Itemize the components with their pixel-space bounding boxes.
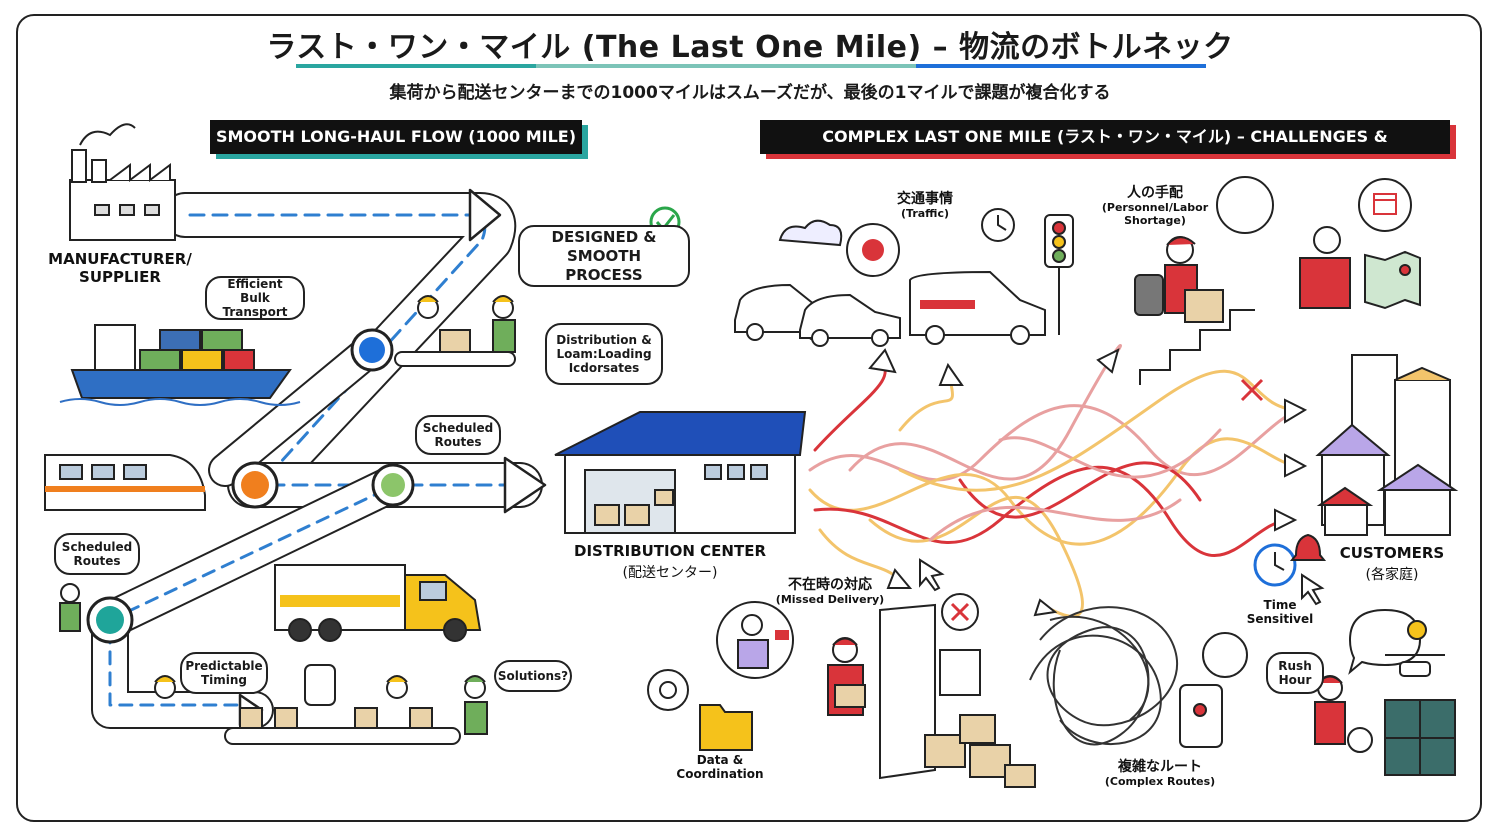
road-network <box>91 188 547 729</box>
conveyor-lower <box>59 583 488 745</box>
calendar-icon <box>1373 193 1397 215</box>
cargo-ship-icon <box>59 324 301 406</box>
manufacturer-label: MANUFACTURER/ SUPPLIER <box>48 250 192 286</box>
bubble-scheduled-routes-upper: Scheduled Routes <box>415 415 501 455</box>
page-subtitle: 集荷から配送センターまでの1000マイルはスムーズだが、最後の1マイルで課題が複… <box>389 83 1111 103</box>
delivery-worker-stairs <box>1134 176 1274 385</box>
time-sensitive-label: Time Sensitivel <box>1246 598 1314 626</box>
bubble-bulk-transport: Efficient Bulk Transport <box>205 276 305 320</box>
drone-icon <box>1385 654 1445 677</box>
customer-houses <box>1315 354 1459 536</box>
warehouse-icon <box>554 411 807 534</box>
map-icon <box>1299 178 1421 310</box>
route-arrowheads <box>868 348 1308 617</box>
complex-route-knot <box>1029 606 1178 746</box>
phone-icon <box>716 601 794 679</box>
traffic-label-en: (Traffic) <box>901 207 949 220</box>
right-banner: COMPLEX LAST ONE MILE (ラスト・ワン・マイル) – CHA… <box>760 120 1450 180</box>
cursor-icon <box>919 558 1325 606</box>
bubble-designed-smooth: DESIGNED & SMOOTH PROCESS <box>518 225 690 287</box>
bubble-predictable-timing: Predictable Timing <box>180 652 268 694</box>
question-icon <box>1202 632 1248 678</box>
bubble-rush-hour: Rush Hour <box>1266 652 1324 694</box>
train-icon <box>44 454 206 511</box>
flow-nodes <box>86 328 415 644</box>
conveyor-upper <box>394 295 516 367</box>
complex-routes-jp: 複雑なルート <box>1118 759 1202 775</box>
rush-hour-runner <box>1314 675 1456 776</box>
bubble-distribution-loading: Distribution & Loam:Loading Icdorsates <box>545 323 663 385</box>
complex-routes-en: (Complex Routes) <box>1104 775 1216 788</box>
customers-sublabel: (各家庭) <box>1365 567 1419 583</box>
distribution-center-label: DISTRIBUTION CENTER <box>574 542 766 560</box>
gear-icon <box>647 669 689 711</box>
page-title: ラスト・ワン・マイル (The Last One Mile) – 物流のボトルネ… <box>266 30 1234 65</box>
truck-icon <box>274 564 482 642</box>
alarm-bell-icon <box>1253 533 1327 587</box>
tablet-map-icon <box>1179 684 1223 748</box>
missed-delivery-door <box>827 593 1036 788</box>
bubble-solutions: Solutions? <box>494 660 572 692</box>
labor-label-en: (Personnel/Labor Shortage) <box>1101 201 1209 227</box>
factory-icon <box>69 123 176 241</box>
labor-label-jp: 人の手配 <box>1127 185 1183 201</box>
traffic-label-jp: 交通事情 <box>897 191 953 207</box>
left-banner: SMOOTH LONG-HAUL FLOW (1000 MILE) <box>210 120 582 154</box>
title-underline <box>296 64 1206 68</box>
missed-delivery-jp: 不在時の対応 <box>788 577 872 593</box>
missed-delivery-en: (Missed Delivery) <box>775 593 885 606</box>
traffic-scene <box>734 214 1074 347</box>
clock-icon <box>846 208 1015 277</box>
bubble-scheduled-routes-lower: Scheduled Routes <box>54 533 140 575</box>
distribution-center-sublabel: (配送センター) <box>622 565 718 581</box>
x-mark-icon <box>1240 378 1264 402</box>
folder-icon <box>699 704 753 751</box>
tangled-routes <box>808 343 1302 618</box>
customers-label: CUSTOMERS <box>1339 544 1445 562</box>
data-coordination-label: Data & Coordination <box>676 753 764 781</box>
